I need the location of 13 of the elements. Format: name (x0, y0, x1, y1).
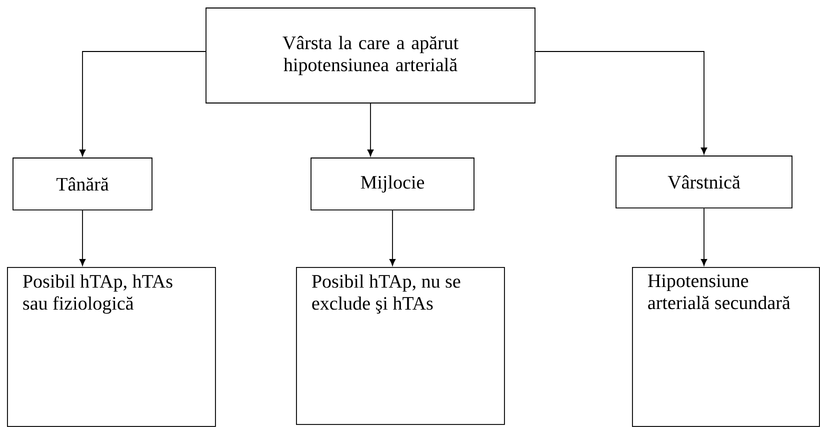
result-box: Hipotensiune arterială secundară (632, 267, 820, 427)
arrow (79, 210, 86, 266)
arrow (367, 103, 374, 156)
arrow (389, 210, 396, 266)
arrow (535, 51, 708, 154)
arrow (700, 208, 708, 266)
arrow (79, 51, 206, 156)
category-box: Tânără (12, 158, 152, 210)
category-box: Mijlocie (310, 158, 474, 210)
question-box: Vârsta la care a apărut hipotensiunea arterială (206, 8, 536, 104)
category-box: Vârstnică (616, 156, 792, 208)
result-box: Posibil hTAp, nu se exclude şi hTAs (296, 267, 505, 425)
result-box: Posibil hTAp, hTAs sau fiziologică (7, 267, 216, 427)
